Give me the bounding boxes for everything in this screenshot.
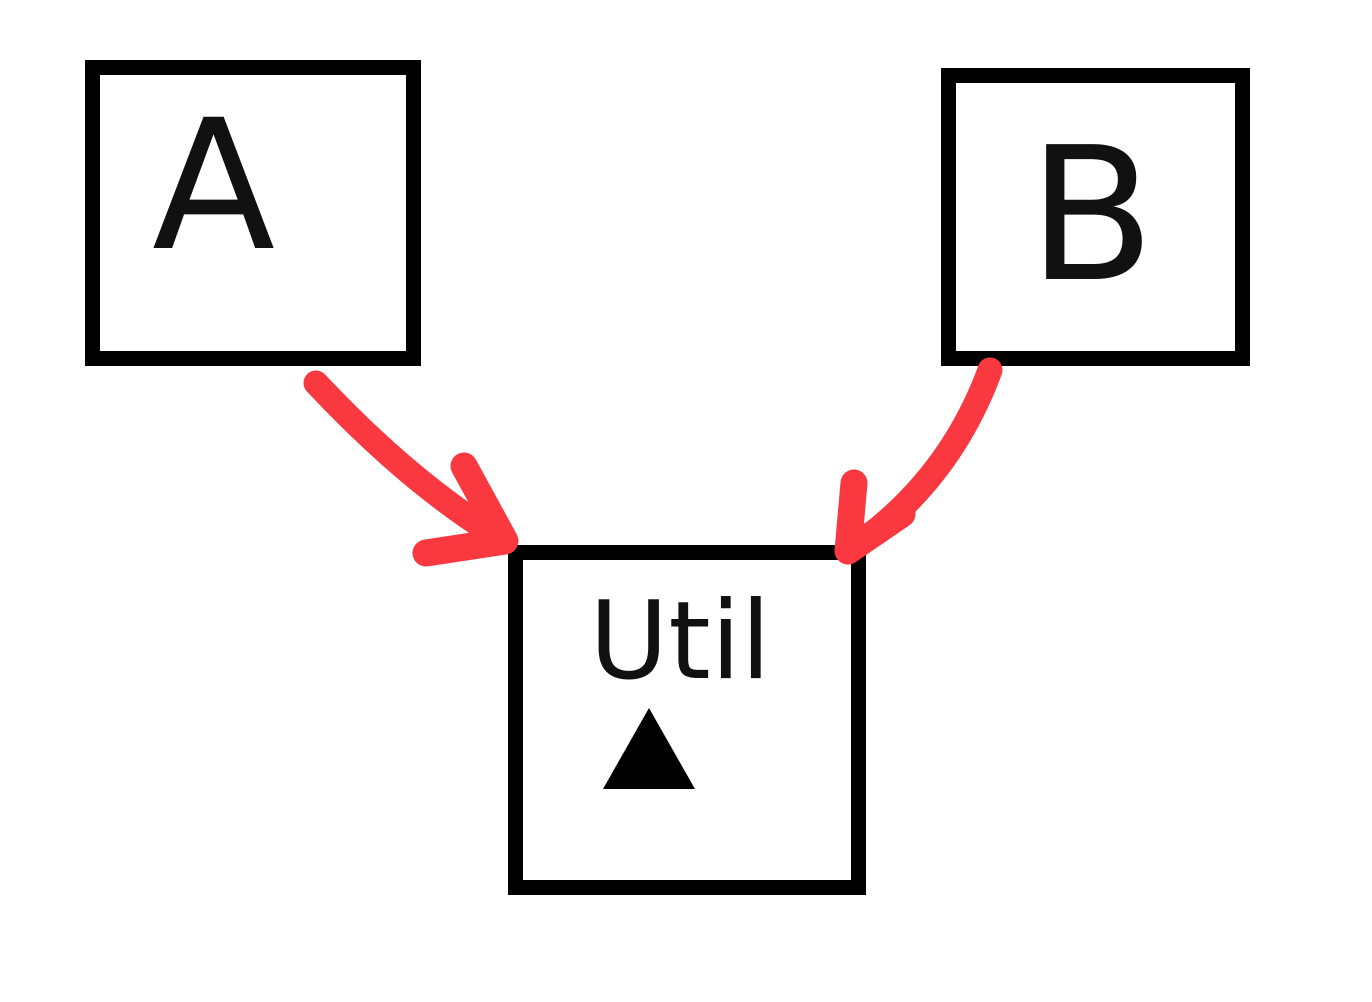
arrow-a-to-util-shaft bbox=[303, 370, 505, 546]
triangle-up-icon bbox=[603, 708, 695, 789]
arrow-a-to-util bbox=[303, 370, 519, 567]
arrow-a-to-util-head bbox=[412, 452, 519, 567]
node-a-label: A bbox=[152, 82, 276, 291]
arrow-b-to-util bbox=[834, 357, 1003, 565]
node-util-label: Util bbox=[589, 579, 771, 704]
arrow-b-to-util-head bbox=[834, 469, 916, 565]
node-b-label: B bbox=[1028, 107, 1155, 323]
node-a: A bbox=[85, 60, 421, 366]
node-util: Util bbox=[508, 545, 866, 895]
node-b: B bbox=[941, 68, 1250, 366]
arrow-b-to-util-shaft bbox=[851, 357, 1003, 553]
